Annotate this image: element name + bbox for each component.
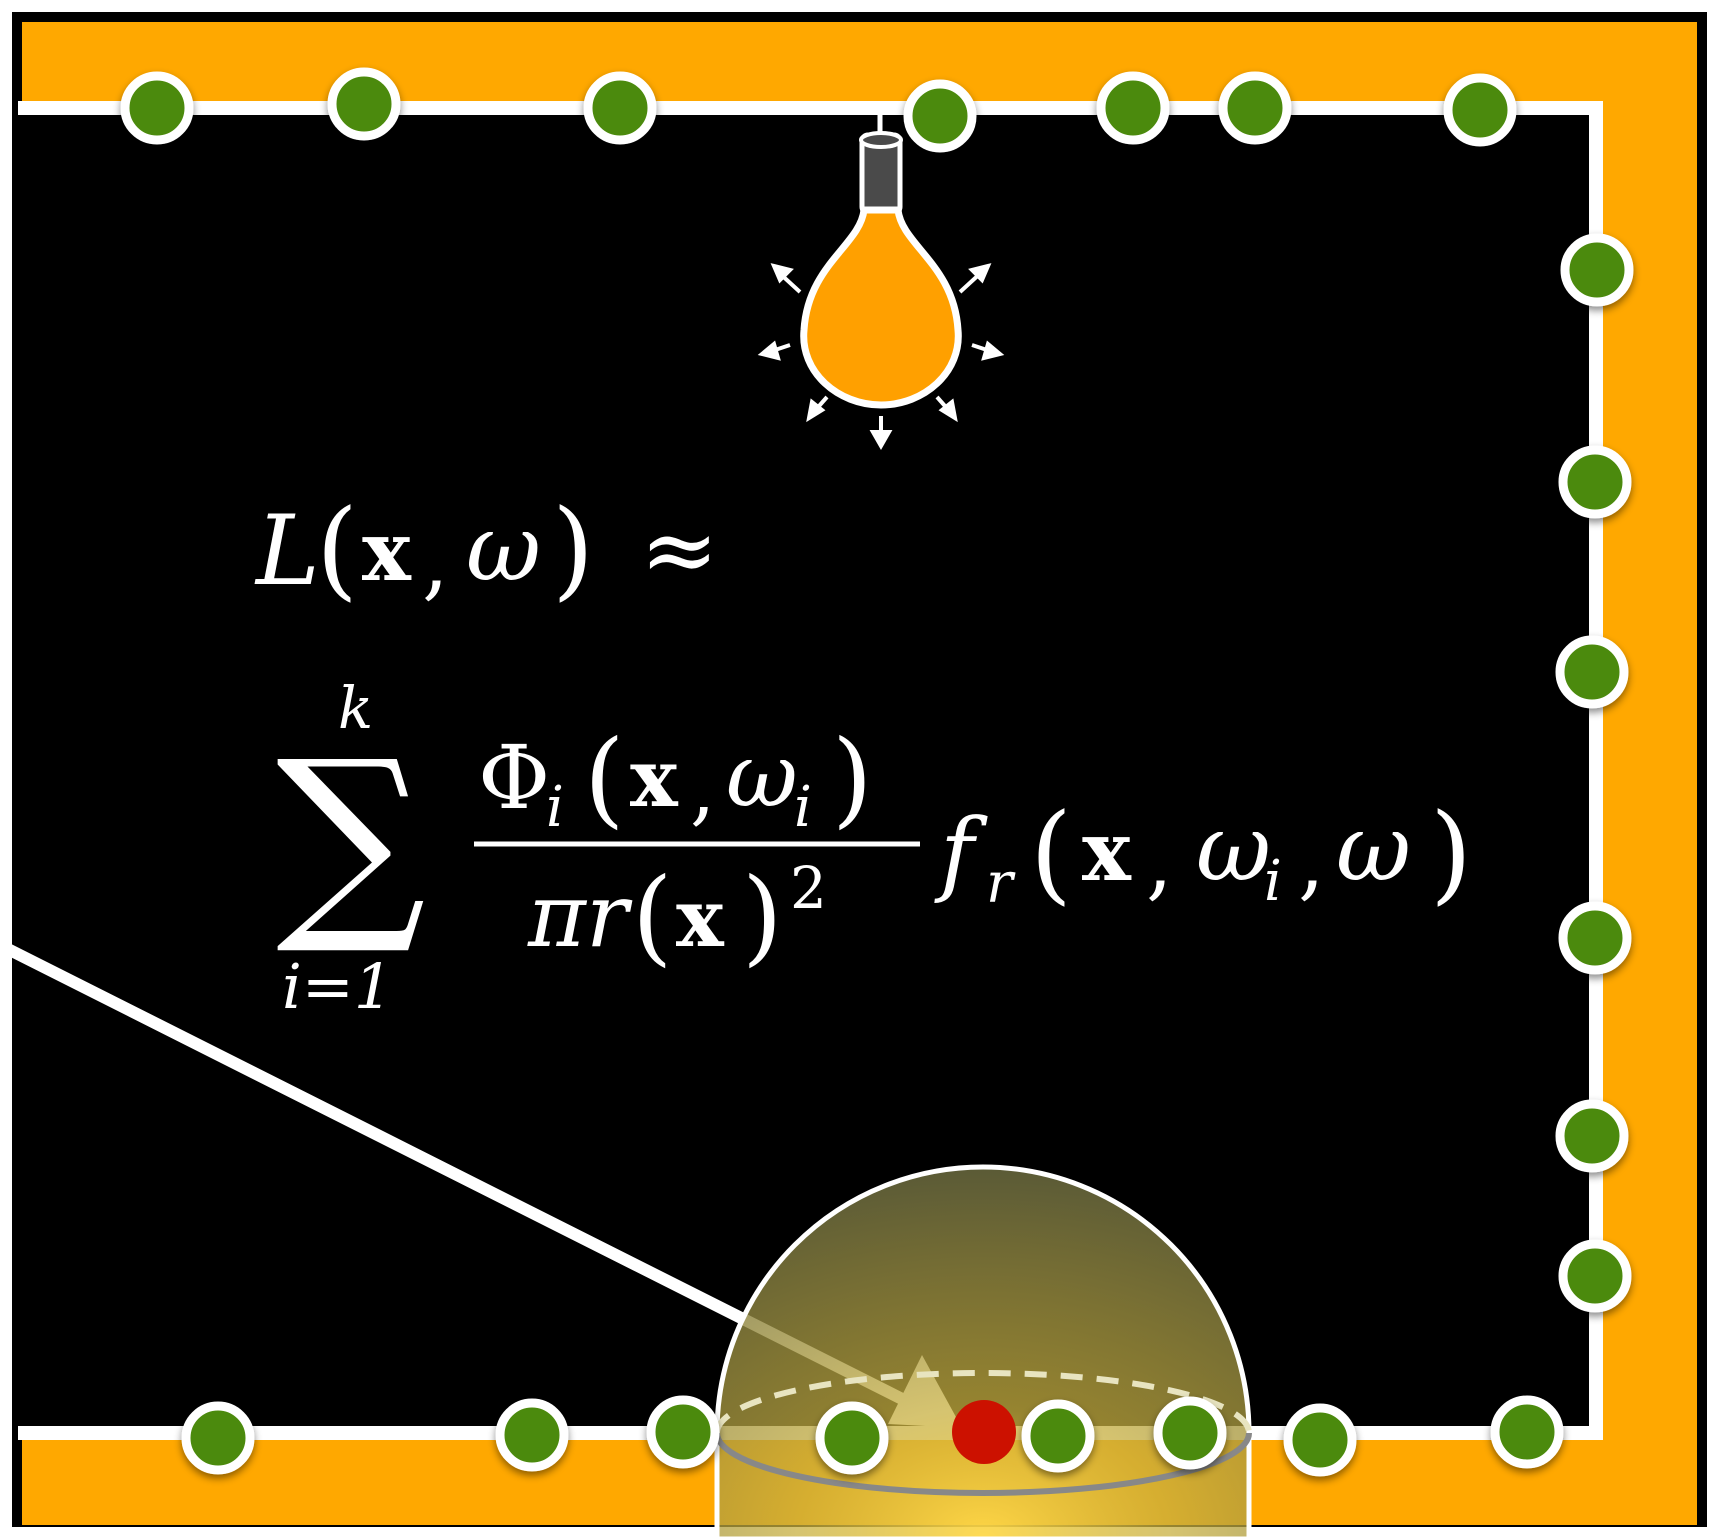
light-bulb-icon: [757, 108, 1005, 451]
brdf-omega-i: ω: [1196, 795, 1271, 902]
photon-dot: [1555, 635, 1629, 709]
num-x: x: [630, 731, 679, 825]
brdf-x: x: [1082, 804, 1132, 900]
photon-dot: [1558, 901, 1632, 975]
photon-dot: [1555, 1099, 1629, 1173]
num-Phi: Φ: [478, 726, 550, 829]
den-close-paren: ): [742, 855, 783, 977]
den-x: x: [676, 871, 725, 965]
photon-dot: [1558, 1239, 1632, 1313]
brdf-comma1: ,: [1146, 812, 1173, 910]
wall-bottom-right: [1600, 1400, 1697, 1525]
num-open-paren: (: [584, 717, 625, 839]
brdf-sub-i: i: [1264, 849, 1282, 914]
photon-dot: [1218, 71, 1292, 145]
photon-dot: [1558, 445, 1632, 519]
photon-dot: [815, 1401, 889, 1475]
den-pi: π: [527, 864, 588, 967]
den-open-paren: (: [632, 855, 673, 977]
photon-dot: [1560, 233, 1634, 307]
equation-rhs: k ∑ i=1 Φ i ( x , ω i ) π r ( x ) 2 f r …: [276, 674, 1472, 1023]
sum-upper-limit: k: [338, 674, 373, 742]
photon-dot: [1283, 1403, 1357, 1477]
brdf-sub-r: r: [986, 851, 1016, 916]
brdf-omega: ω: [1336, 795, 1411, 902]
photon-dot: [1096, 71, 1170, 145]
photon-dot: [120, 71, 194, 145]
photon-dot: [1490, 1395, 1564, 1469]
lhs-L: L: [254, 495, 320, 607]
lhs-open-paren: (: [316, 487, 358, 612]
photon-dot: [495, 1398, 569, 1472]
photon-dot: [903, 79, 977, 153]
lhs-omega: ω: [466, 495, 541, 602]
num-sub-i: i: [546, 775, 564, 840]
photon-dot: [646, 1395, 720, 1469]
num-sub-i2: i: [794, 775, 812, 840]
num-close-paren: ): [832, 717, 873, 839]
photon-dots: [120, 67, 1634, 1477]
sum-symbol: ∑: [276, 715, 426, 960]
photon-dot: [583, 71, 657, 145]
brdf-open-paren: (: [1030, 791, 1072, 916]
den-power: 2: [790, 854, 827, 922]
photon-dot: [327, 67, 401, 141]
num-omega: ω: [726, 724, 798, 827]
photon-dot: [1443, 73, 1517, 147]
photon-dot: [181, 1401, 255, 1475]
photon-dot: [1021, 1399, 1095, 1473]
photon-dot: [1153, 1396, 1227, 1470]
lhs-close-paren: ): [552, 487, 594, 612]
approx-sign: ≈: [640, 496, 719, 605]
sum-lower-limit: i=1: [282, 950, 393, 1023]
equation-lhs: L ( x , ω ) ≈: [254, 487, 719, 612]
lhs-comma: ,: [422, 512, 449, 610]
brdf-close-paren: ): [1430, 791, 1472, 916]
brdf-comma2: ,: [1298, 812, 1325, 910]
lhs-x: x: [362, 504, 412, 600]
num-comma: ,: [690, 742, 715, 835]
den-r: r: [586, 864, 633, 967]
query-point-dot: [952, 1400, 1016, 1464]
